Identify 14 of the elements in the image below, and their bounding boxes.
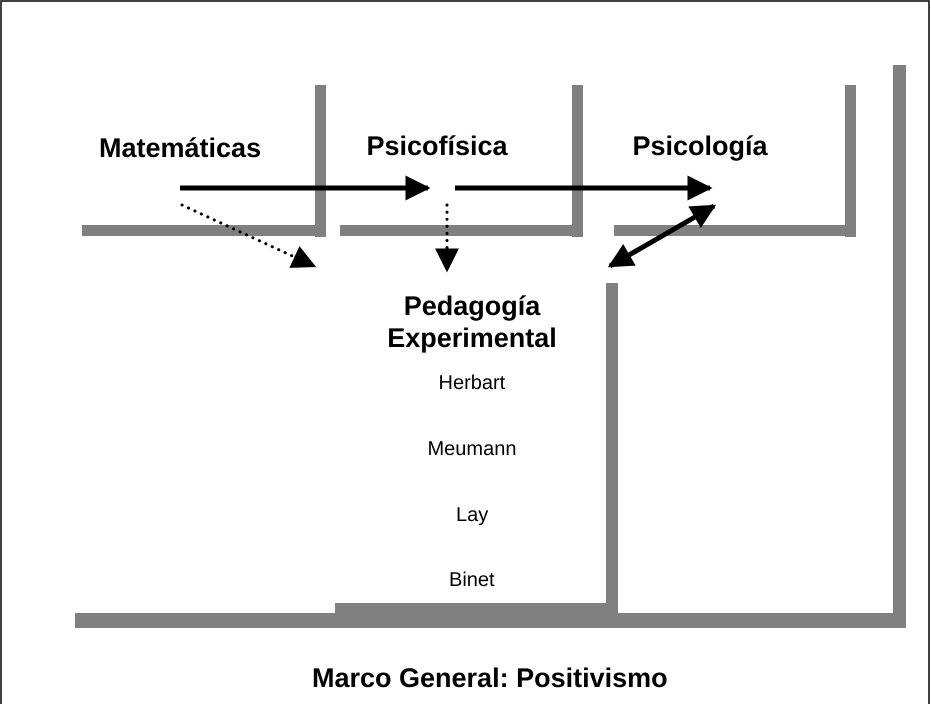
node-heading: Psicofísica — [366, 130, 508, 162]
node-heading: Matemáticas — [99, 132, 262, 164]
node-heading: Psicología — [632, 130, 768, 162]
person-name: Lay — [456, 503, 488, 527]
node-heading: Pedagogía Experimental — [386, 290, 558, 354]
double-arrow — [608, 204, 716, 268]
person-name: Herbart — [438, 371, 506, 395]
arrow — [180, 176, 430, 200]
person-name: Binet — [449, 568, 495, 592]
person-name: Meumann — [428, 437, 516, 461]
dotted-arrow — [435, 204, 459, 272]
arrow — [455, 176, 712, 200]
frame-title: Marco General: Positivismo — [312, 662, 668, 694]
dotted-arrow — [180, 204, 316, 268]
